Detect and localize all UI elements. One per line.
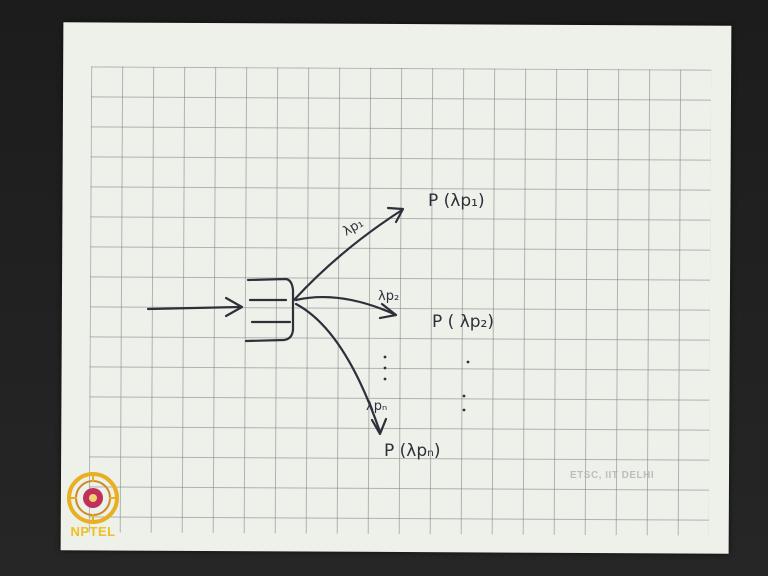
branch-2-path (294, 295, 396, 316)
branch-n-rate-label: λpₙ (366, 399, 387, 414)
ellipsis-dot (466, 360, 470, 364)
branch-2-rate-label: λp₂ (378, 289, 399, 304)
ellipsis-dot (383, 377, 387, 381)
institution-watermark: ETSC, IIT DELHI (570, 470, 655, 481)
input-arrow-line (146, 305, 242, 311)
nptel-emblem-icon (67, 472, 119, 524)
branch-n-path (294, 302, 382, 434)
branch-2-arrowhead (378, 302, 398, 320)
nptel-logo: NPTEL (62, 468, 124, 546)
branch-1-arrowhead (386, 206, 405, 224)
branch-2-output-label: P ( λp₂) (432, 312, 494, 332)
ellipsis-dot (383, 366, 387, 370)
ellipsis-dot (462, 408, 466, 412)
splitter-box (244, 277, 295, 343)
branch-n-output-label: P (λpₙ) (384, 441, 441, 461)
input-arrow-head (224, 296, 244, 318)
branch-n-arrowhead (370, 417, 388, 436)
nptel-logo-text: NPTEL (70, 524, 116, 539)
branch-1-path (292, 208, 404, 302)
branch-1-rate-label: λp₁ (341, 216, 367, 240)
ellipsis-dot (462, 394, 466, 398)
ellipsis-dot (383, 355, 387, 359)
branch-1-output-label: P (λp₁) (428, 191, 485, 211)
